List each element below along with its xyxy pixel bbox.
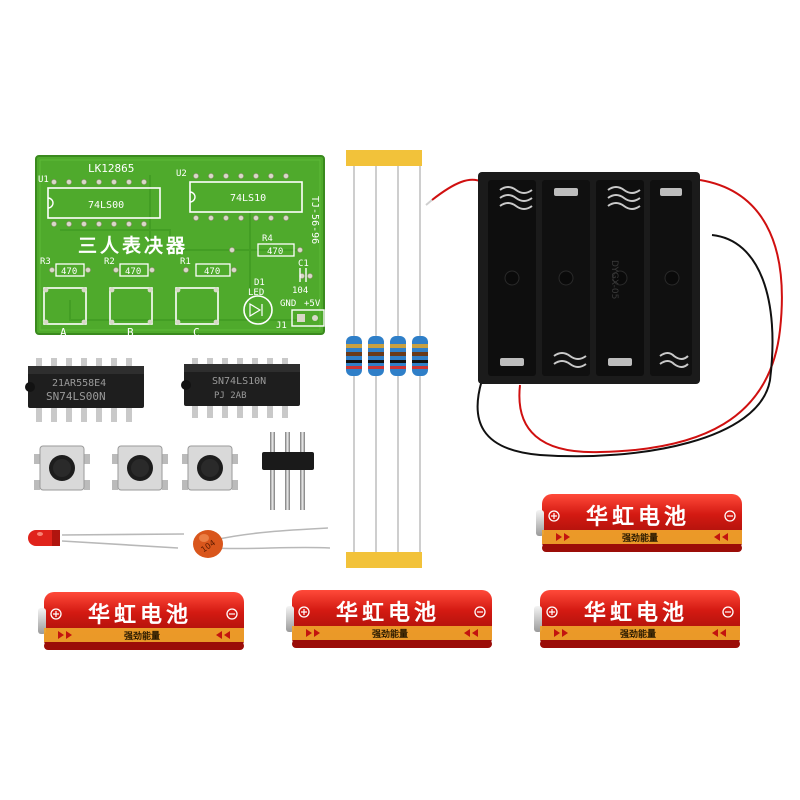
chip1-line1: 21AR558E4 <box>52 378 106 389</box>
pcb-r2-value: 470 <box>125 267 141 277</box>
pcb-gnd-label: GND <box>280 299 296 309</box>
chip2-line2: PJ 2AB <box>214 391 247 401</box>
pcb-u1-chip-label: 74LS00 <box>88 200 124 211</box>
tactile-button-3 <box>182 445 238 491</box>
pcb-button-c-label: C <box>193 326 200 339</box>
pcb-side-code: TJ-56-96 <box>309 196 320 244</box>
ic-chip-74ls10: SN74LS10N PJ 2AB <box>181 358 300 418</box>
aa-battery-4: 华虹电池 强劲能量 <box>533 589 741 649</box>
battery-2-slogan: 强劲能量 <box>124 630 160 642</box>
resistor-2 <box>368 336 384 376</box>
pcb-r2-label: R2 <box>104 257 115 267</box>
pcb-u2-label: U2 <box>176 169 187 179</box>
pcb-vcc-label: +5V <box>304 299 321 309</box>
resistor-3 <box>390 336 406 376</box>
resistor-4 <box>412 336 428 376</box>
pcb-r3-label: R3 <box>40 257 51 267</box>
pcb-c1-value: 104 <box>292 286 308 296</box>
pcb-d1-label: D1 <box>254 278 265 288</box>
pcb-r1-label: R1 <box>180 257 191 267</box>
pcb-led-label: LED <box>248 288 264 298</box>
chip1-line2: SN74LS00N <box>46 390 106 403</box>
battery-1-brand: 华虹电池 <box>586 504 690 530</box>
pcb-title: 三人表决器 <box>78 234 188 257</box>
pcb-r4-value: 470 <box>267 247 283 257</box>
tactile-button-2 <box>112 445 168 491</box>
ic-chip-74ls00: 21AR558E4 SN74LS00N <box>25 358 144 422</box>
red-led <box>28 530 185 549</box>
aa-battery-1: 华虹电池 强劲能量 <box>535 493 743 553</box>
aa-battery-3: 华虹电池 强劲能量 <box>285 589 493 649</box>
pcb-r1-value: 470 <box>204 267 220 277</box>
battery-1-slogan: 强劲能量 <box>622 532 658 544</box>
battery-holder-marking: DYGX-05 <box>609 260 619 299</box>
ceramic-capacitor: 104 <box>193 527 331 558</box>
pcb-button-a-label: A <box>60 326 67 339</box>
pcb-u1-label: U1 <box>38 175 49 185</box>
pcb-j1-label: J1 <box>276 321 287 331</box>
pcb-board: LK12865 U1 U2 74LS00 74LS10 三人表决器 TJ-56-… <box>35 155 325 339</box>
aa-battery-2: 华虹电池 强劲能量 <box>37 591 245 651</box>
battery-3-brand: 华虹电池 <box>336 600 440 626</box>
chip2-line1: SN74LS10N <box>212 376 266 387</box>
tactile-button-1 <box>34 445 90 491</box>
resistor-tape-strip <box>346 150 428 568</box>
pcb-button-b-label: B <box>127 326 134 339</box>
pin-header <box>262 432 314 510</box>
battery-2-brand: 华虹电池 <box>88 602 192 628</box>
battery-4-slogan: 强劲能量 <box>620 628 656 640</box>
resistor-1 <box>346 336 362 376</box>
battery-3-slogan: 强劲能量 <box>372 628 408 640</box>
battery-holder: DYGX-05 <box>425 172 783 458</box>
battery-4-brand: 华虹电池 <box>584 600 688 626</box>
pcb-c1-label: C1 <box>298 259 309 269</box>
pcb-board-id: LK12865 <box>88 162 134 175</box>
pcb-r3-value: 470 <box>61 267 77 277</box>
pcb-r4-label: R4 <box>262 234 273 244</box>
pcb-u2-chip-label: 74LS10 <box>230 193 266 204</box>
